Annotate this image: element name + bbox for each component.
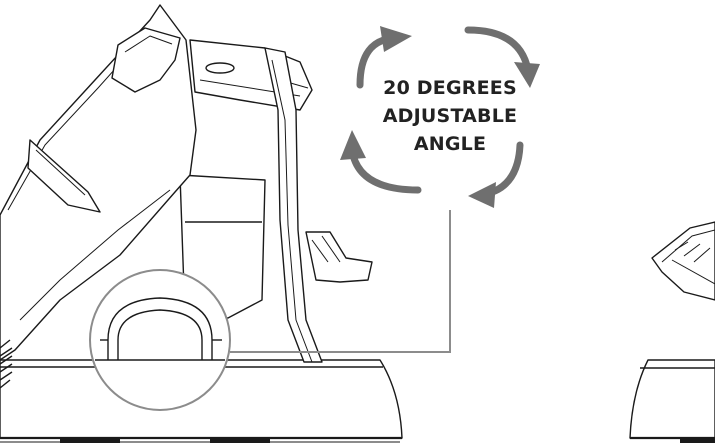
rear-hinge <box>305 231 373 283</box>
adjustable-angle-label: 20 DEGREES ADJUSTABLE ANGLE <box>340 74 560 158</box>
callout-line-3: ANGLE <box>413 133 487 155</box>
callout-leader-line <box>230 210 451 353</box>
callout-line-1: 20 DEGREES <box>383 77 517 99</box>
mouse-base <box>0 359 403 443</box>
rotate-arrows-icon <box>340 26 540 208</box>
scroll-wheel-housing <box>111 27 181 93</box>
mouse-shell <box>0 4 197 361</box>
vertical-mouse-side-view <box>0 4 403 443</box>
adjustable-arm <box>264 47 323 363</box>
hinge-detail-magnifier <box>89 269 231 411</box>
callout-line-2: ADJUSTABLE <box>382 105 518 127</box>
secondary-mouse-partial <box>629 221 715 443</box>
